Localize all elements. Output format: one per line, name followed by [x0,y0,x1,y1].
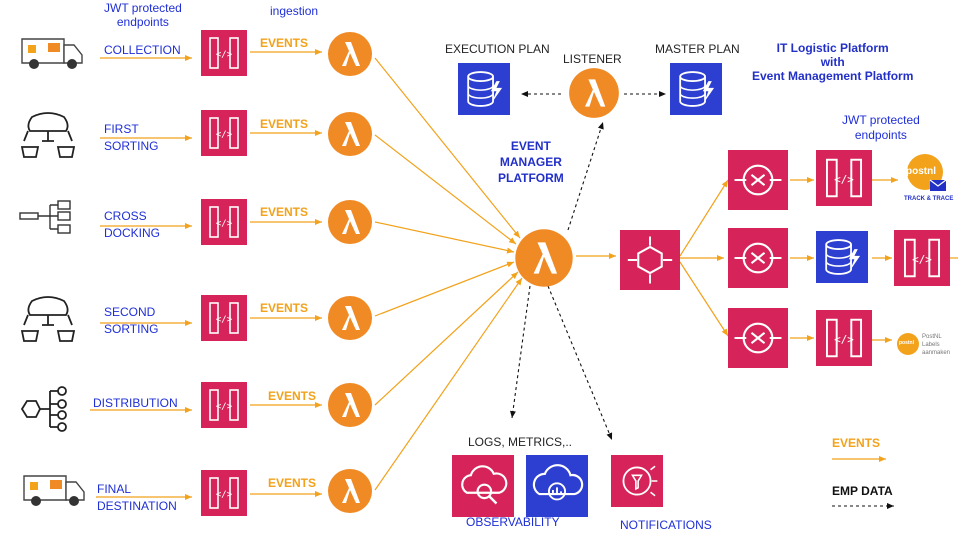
listener-lambda-icon [569,68,619,118]
sns-topic-icon [728,228,788,288]
api-gateway-icon [201,470,247,516]
eventbridge-icon [620,230,680,290]
track-trace-label: TRACK & TRACE [904,196,954,202]
notification-service-icon [611,455,663,507]
events-label: EVENTS [260,301,309,315]
api-gateway-icon [201,30,247,76]
master-plan-label: MASTER PLAN [655,42,740,56]
postnl-top-wordmark: postnl [906,166,936,177]
delivery-van-icon [23,475,85,506]
postnl-bottom-wordmark: postnl [899,340,914,346]
jwt-right-label: JWT protected endpoints [842,113,920,142]
jwt-left-label: JWT protected endpoints [104,1,182,29]
execution-plan-dynamodb-icon [458,63,510,115]
lambda-icon [328,383,372,427]
postnl-track-trace-logo [907,154,947,191]
listener-label: LISTENER [563,52,622,66]
lambda-to-emp-arrows [374,57,523,491]
notifications-label: NOTIFICATIONS [620,518,712,532]
event-manager-platform-label: EVENT MANAGER PLATFORM [498,139,564,185]
api-gateway-icon [201,199,247,245]
delivery-van-icon [21,38,83,69]
api-gateway-icon [201,110,247,156]
api-gateway-icon [816,310,872,366]
lambda-icon [328,296,372,340]
events-label: EVENTS [260,117,309,131]
emp-data-arrows [509,91,666,441]
legend-events-label: EVENTS [832,436,881,450]
monitoring-dashboard-icon [526,455,588,517]
lambda-icon [328,200,372,244]
stage-label-collection: COLLECTION [104,43,181,57]
lambda-icon [328,112,372,156]
lambda-icon [328,469,372,513]
legend-emp-data-label: EMP DATA [832,484,893,498]
gateway-to-lambda-arrows [250,49,322,497]
events-label: EVENTS [268,476,317,490]
distribution-network-icon [20,386,67,432]
event-manager-lambda-icon [515,229,573,287]
events-label: EVENTS [260,205,309,219]
sorting-robot-icon [20,296,76,342]
sns-topic-icon [728,150,788,210]
stage-label-distribution: DISTRIBUTION [93,396,178,410]
stage-label-final-destination: FINAL DESTINATION [97,482,177,513]
lambda-icon [328,32,372,76]
events-label: EVENTS [268,389,317,403]
sorting-robot-icon [20,112,76,158]
api-gateway-icon [201,295,247,341]
postnl-labels-logo [897,333,919,355]
postnl-labels-text: PostNL Labels aanmaken [922,334,951,356]
cross-docking-icon [19,200,71,234]
observability-label: OBSERVABILITY [466,515,560,529]
fanout-arrows [576,177,958,343]
sns-topic-icon [728,308,788,368]
stage-label-cross-docking: CROSS DOCKING [104,209,161,240]
ingestion-label: ingestion [270,4,319,18]
execution-plan-label: EXECUTION PLAN [445,42,550,56]
cloudwatch-icon [452,455,514,517]
dynamodb-icon [816,231,868,283]
stage-label-first-sorting: FIRST SORTING [104,122,159,153]
events-label: EVENTS [260,36,309,50]
stage-to-gateway-arrows [90,55,192,500]
api-gateway-icon [201,382,247,428]
platform-title: IT Logistic Platform with Event Manageme… [752,41,914,83]
master-plan-dynamodb-icon [670,63,722,115]
stage-label-second-sorting: SECOND SORTING [104,305,159,336]
api-gateway-icon [894,230,950,286]
logs-metrics-label: LOGS, METRICS,.. [468,435,573,449]
api-gateway-icon [816,150,872,206]
